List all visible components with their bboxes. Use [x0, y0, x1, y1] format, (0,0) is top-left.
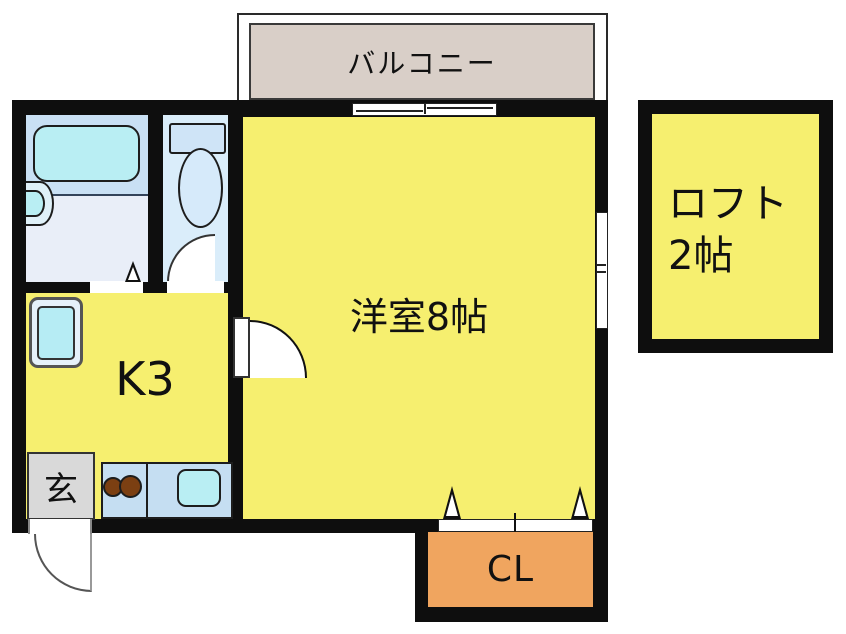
- stove-burner-icon: [119, 475, 142, 498]
- entrance-label: 玄: [44, 469, 78, 510]
- bathtub-icon: [33, 125, 140, 182]
- closet-label: CL: [486, 549, 535, 590]
- entrance: 玄: [27, 452, 95, 520]
- kitchen-label: K3: [44, 352, 246, 406]
- main-room: [243, 117, 595, 519]
- kitchen-label-text: K3: [115, 352, 175, 406]
- balcony-sliding-door-icon: [352, 103, 497, 116]
- wash-basin-bowl-icon: [26, 190, 45, 217]
- entry-door-swing: [34, 534, 92, 592]
- bathroom-folding-door-inner: [128, 267, 138, 280]
- balcony: バルコニー: [249, 23, 595, 100]
- room-door-leaf: [233, 317, 250, 378]
- main-room-label: 洋室8帖: [243, 286, 595, 341]
- sink-icon: [177, 469, 221, 507]
- slider-rail-right: [427, 107, 493, 109]
- main-room-label-text: 洋室8帖: [349, 295, 489, 339]
- closet-folding-door-inner: [574, 494, 586, 516]
- washing-machine-icon: [37, 306, 75, 360]
- slider-divider: [424, 104, 426, 114]
- toilet-bowl-icon: [178, 148, 223, 228]
- counter-divider: [146, 462, 148, 519]
- window-rail-bottom: [597, 271, 606, 273]
- slider-rail-left: [356, 110, 423, 112]
- loft-label-line1: ロフト: [668, 181, 788, 227]
- toilet-door-opening: [167, 281, 224, 294]
- loft: [652, 114, 819, 339]
- sliding-window-icon: [596, 212, 608, 329]
- closet-door-tick: [514, 513, 516, 532]
- window-rail-top: [597, 264, 606, 266]
- entry-door-opening: [28, 519, 92, 534]
- bathroom-door-opening: [90, 281, 143, 294]
- loft-label: ロフト 2帖: [668, 178, 788, 282]
- balcony-label: バルコニー: [347, 46, 497, 80]
- loft-label-line2: 2帖: [668, 233, 734, 279]
- closet-folding-door-inner: [446, 494, 458, 516]
- closet: CL: [428, 532, 593, 607]
